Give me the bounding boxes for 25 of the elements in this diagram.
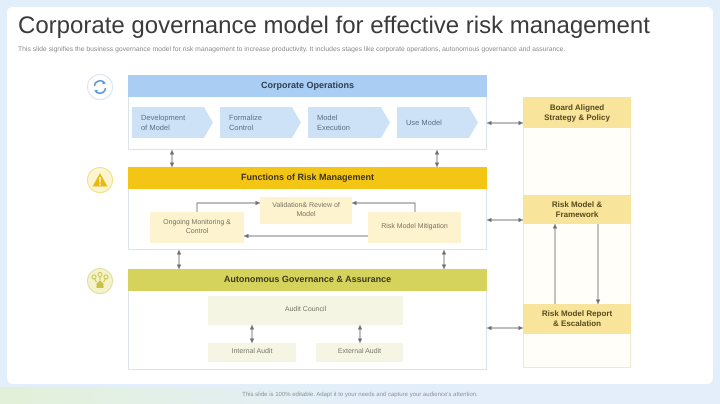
process-box: Risk Model Report & Escalation bbox=[523, 304, 631, 334]
arrow bbox=[596, 224, 600, 304]
section-panel bbox=[128, 269, 487, 370]
section-header: Autonomous Governance & Assurance bbox=[128, 269, 487, 291]
process-box: Risk Model & Framework bbox=[523, 195, 631, 224]
arrow bbox=[352, 200, 416, 212]
section-panel bbox=[128, 167, 487, 250]
arrow bbox=[196, 200, 260, 212]
arrow bbox=[244, 234, 368, 238]
double-arrow bbox=[486, 218, 524, 222]
side-panel bbox=[523, 97, 631, 368]
section-header: Corporate Operations bbox=[128, 75, 487, 97]
double-arrow bbox=[434, 150, 440, 168]
section-header: Functions of Risk Management bbox=[128, 167, 487, 189]
section-panel bbox=[128, 75, 487, 150]
double-arrow bbox=[442, 250, 446, 270]
double-arrow bbox=[250, 324, 254, 344]
process-box: Board Aligned Strategy & Policy bbox=[523, 97, 631, 128]
double-arrow bbox=[358, 324, 362, 344]
double-arrow bbox=[486, 326, 524, 330]
double-arrow bbox=[486, 120, 524, 126]
double-arrow bbox=[170, 150, 174, 168]
arrow bbox=[552, 224, 558, 304]
double-arrow bbox=[176, 250, 182, 270]
slide-title: Corporate governance model for effective risk management bbox=[18, 12, 650, 40]
